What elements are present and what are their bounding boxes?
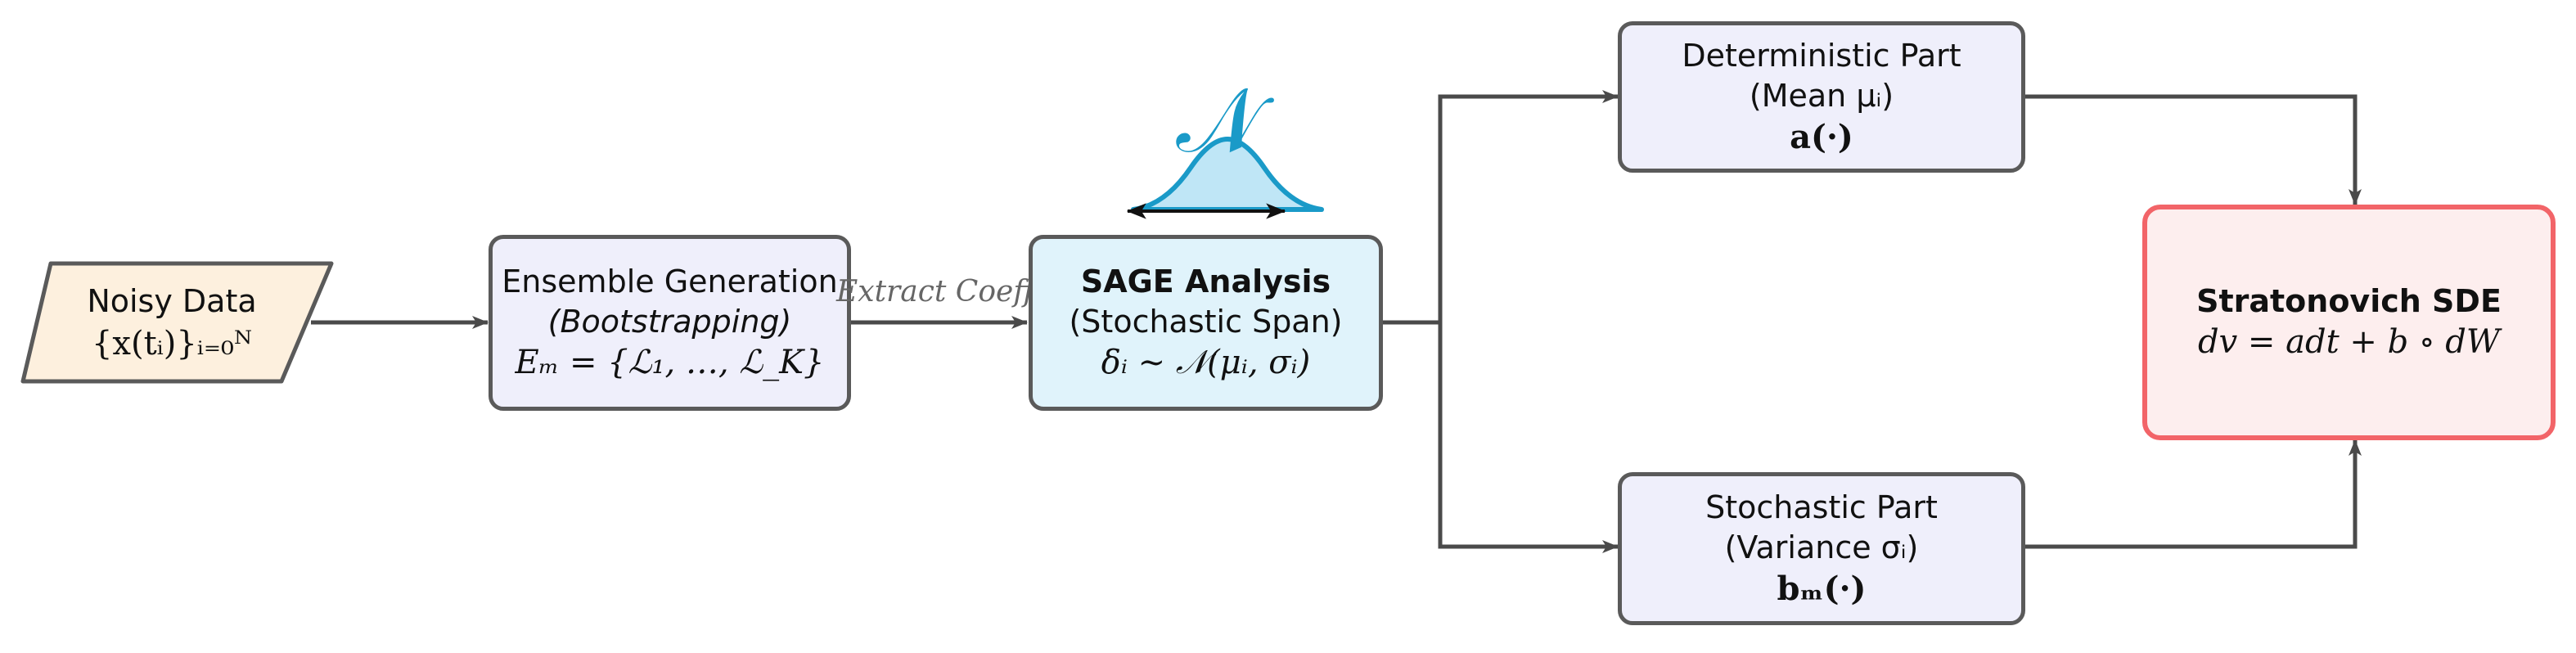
stochastic-part-node: Stochastic Part (Variance σᵢ) bₘ(·) [1618, 472, 2025, 625]
deterministic-title: Deterministic Part [1682, 38, 1961, 74]
noisy-data-node: Noisy Data {x(tᵢ)}ᵢ₌₀ᴺ [49, 270, 295, 376]
deterministic-subtitle: (Mean μᵢ) [1749, 77, 1894, 114]
deterministic-formula: a(·) [1790, 117, 1853, 156]
noisy-data-title: Noisy Data [87, 283, 257, 320]
gaussian-curve-icon [1131, 137, 1324, 212]
edge-sage-to-deterministic [1383, 90, 1619, 325]
gaussian-icon: 𝒩 [1126, 68, 1324, 219]
edge-stochastic-to-sde [2025, 439, 2362, 549]
stochastic-title: Stochastic Part [1705, 489, 1938, 526]
sage-subtitle: (Stochastic Span) [1069, 303, 1343, 340]
edge-label-extract-coeffs: Extract Coeffs [836, 275, 1050, 308]
sde-formula: dv = adt + b ∘ dW [2198, 322, 2500, 361]
stratonovich-sde-node: Stratonovich SDE dv = adt + b ∘ dW [2142, 205, 2556, 440]
noisy-data-formula: {x(tᵢ)}ᵢ₌₀ᴺ [91, 324, 252, 363]
ensemble-generation-node: Ensemble Generation (Bootstrapping) Eₘ =… [489, 235, 851, 411]
sage-formula: δᵢ ∼ 𝒩(μᵢ, σᵢ) [1101, 343, 1311, 381]
sage-title: SAGE Analysis [1080, 263, 1331, 300]
edge-sage-to-stochastic [1438, 322, 1619, 553]
deterministic-part-node: Deterministic Part (Mean μᵢ) a(·) [1618, 21, 2025, 173]
ensemble-title: Ensemble Generation [502, 263, 838, 300]
sde-title: Stratonovich SDE [2196, 283, 2502, 320]
ensemble-subtitle: (Bootstrapping) [547, 303, 792, 340]
ensemble-formula: Eₘ = {ℒ₁, …, ℒ_K} [515, 343, 825, 381]
noisy-data-shape [20, 261, 334, 384]
gaussian-symbol: 𝒩 [1176, 68, 1274, 173]
edge-deterministic-to-sde [2025, 94, 2362, 205]
stochastic-subtitle: (Variance σᵢ) [1724, 529, 1919, 565]
connectors [311, 90, 2362, 553]
stochastic-formula: bₘ(·) [1777, 569, 1867, 608]
sage-analysis-node: SAGE Analysis (Stochastic Span) δᵢ ∼ 𝒩(μ… [1029, 235, 1383, 411]
